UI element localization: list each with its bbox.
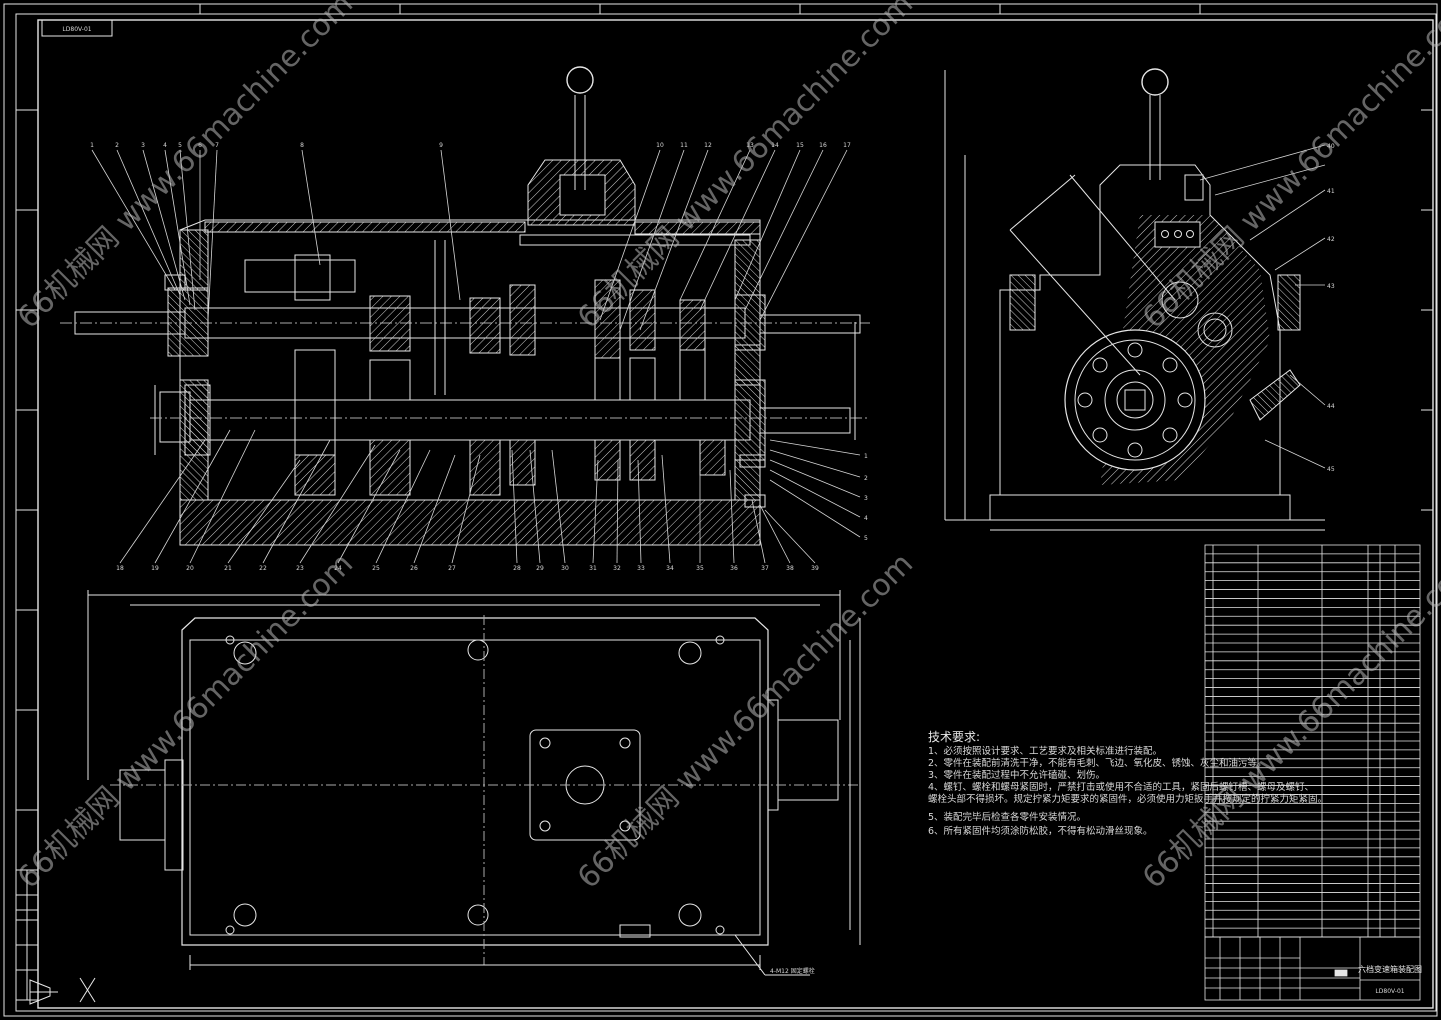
callout: 28 <box>513 565 521 572</box>
callout: 8 <box>300 142 304 149</box>
requirement-line: 3、零件在装配过程中不允许磕碰、划伤。 <box>928 769 1105 781</box>
callout: 25 <box>372 565 380 572</box>
callout: 24 <box>334 565 342 572</box>
requirement-line: 5、装配完毕后检查各零件安装情况。 <box>928 811 1086 823</box>
callout: 33 <box>637 565 645 572</box>
callout: 4 <box>864 515 868 522</box>
projection-symbol <box>29 977 96 1005</box>
callout: 45 <box>1327 466 1335 473</box>
callout: 10 <box>656 142 664 149</box>
top-view-note: 4-M12 固定螺栓 <box>770 967 815 975</box>
callout: 15 <box>796 142 804 149</box>
callout: 29 <box>536 565 544 572</box>
callout: 22 <box>259 565 267 572</box>
callout: 36 <box>730 565 738 572</box>
callout: 14 <box>771 142 779 149</box>
leader-lines-bottom <box>119 429 816 564</box>
side-view <box>944 68 1325 531</box>
callout: 43 <box>1327 283 1335 290</box>
callout: 42 <box>1327 236 1335 243</box>
drawing-code-box: LD80V-01 <box>41 19 113 37</box>
top-view <box>87 590 861 976</box>
callout: 37 <box>761 565 769 572</box>
callout: 5 <box>178 142 182 149</box>
requirement-line: 2、零件在装配前清洗干净，不能有毛刺、飞边、氧化皮、锈蚀、灰尘和油污等。 <box>928 757 1267 769</box>
callout: 4 <box>163 142 167 149</box>
callout: 2 <box>864 475 868 482</box>
callout: 34 <box>666 565 674 572</box>
callout: 26 <box>410 565 418 572</box>
callout: 19 <box>151 565 159 572</box>
callouts-top: 1 2 3 4 5 6 7 8 9 10 11 12 13 14 15 16 1… <box>90 142 851 149</box>
leader-lines-right <box>769 439 861 538</box>
callout: 35 <box>696 565 704 572</box>
requirement-line: 4、螺钉、螺栓和螺母紧固时，严禁打击或使用不合适的工具，紧固后螺钉槽、螺母及螺钉… <box>928 781 1314 793</box>
callouts-right: 1 2 3 4 5 <box>864 453 868 542</box>
watermark: 66机械网 www.66machine.com <box>11 546 360 895</box>
callout: 3 <box>141 142 145 149</box>
callout: 1 <box>864 453 868 460</box>
callout: 41 <box>1327 188 1335 195</box>
side-callouts: 40 41 42 43 44 45 <box>1327 143 1335 473</box>
sheet-border <box>3 3 1438 1017</box>
callout: 3 <box>864 495 868 502</box>
callout: 27 <box>448 565 456 572</box>
title-block <box>1204 936 1421 1001</box>
callout: 40 <box>1327 143 1335 150</box>
requirements-heading: 技术要求: <box>928 730 980 744</box>
callout: 7 <box>215 142 219 149</box>
binding-table <box>15 869 39 1001</box>
callout: 16 <box>819 142 827 149</box>
callouts-bottom: 18 19 20 21 22 23 24 25 26 27 28 29 30 3… <box>116 565 819 572</box>
callout: 9 <box>439 142 443 149</box>
callout: 38 <box>786 565 794 572</box>
callout: 6 <box>198 142 202 149</box>
callout: 32 <box>613 565 621 572</box>
callout: 12 <box>704 142 712 149</box>
callout: 2 <box>115 142 119 149</box>
callout: 20 <box>186 565 194 572</box>
callout: 44 <box>1327 403 1335 410</box>
leader-lines-top <box>91 149 848 331</box>
callout: 23 <box>296 565 304 572</box>
drawing-code-top: LD80V-01 <box>62 26 91 33</box>
callout: 39 <box>811 565 819 572</box>
callout: 21 <box>224 565 232 572</box>
callout: 18 <box>116 565 124 572</box>
callout: 11 <box>680 142 688 149</box>
callout: 31 <box>589 565 597 572</box>
drawing-title: 六档变速箱装配图 <box>1358 964 1422 974</box>
requirement-line: 6、所有紧固件均须涂防松胶，不得有松动滑丝现象。 <box>928 825 1153 837</box>
callout: 30 <box>561 565 569 572</box>
watermark: 66机械网 www.66machine.com <box>571 546 920 895</box>
callout: 5 <box>864 535 868 542</box>
bill-of-materials <box>1204 544 1421 938</box>
requirement-line: 螺栓头部不得损坏。规定拧紧力矩要求的紧固件，必须使用力矩扳手并按规定的拧紧力矩紧… <box>928 793 1327 805</box>
callout: 13 <box>746 142 754 149</box>
callout: 1 <box>90 142 94 149</box>
technical-requirements: 技术要求: 1、必须按照设计要求、工艺要求及相关标准进行装配。 2、零件在装配前… <box>928 730 1327 837</box>
drawing-code-bottom: LD80V-01 <box>1375 988 1404 995</box>
side-leaders <box>1199 144 1326 469</box>
requirement-line: 1、必须按照设计要求、工艺要求及相关标准进行装配。 <box>928 745 1162 757</box>
callout: 17 <box>843 142 851 149</box>
